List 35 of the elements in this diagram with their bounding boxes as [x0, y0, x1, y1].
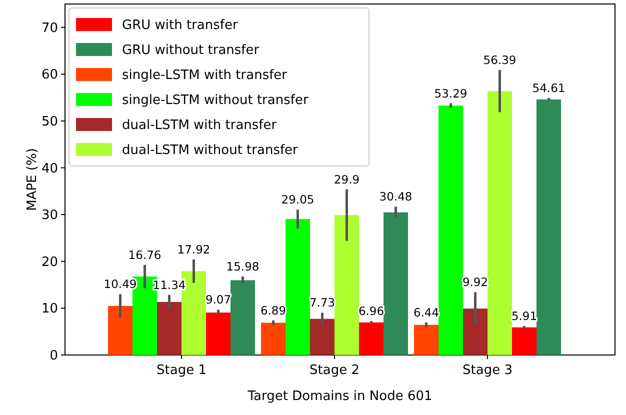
- value-label: 30.48: [379, 190, 412, 204]
- value-label: 53.29: [434, 86, 468, 100]
- value-label: 7.73: [309, 296, 336, 310]
- tick-label: 60: [41, 68, 58, 83]
- value-label: 6.44: [413, 306, 440, 320]
- value-label: 9.92: [462, 275, 488, 290]
- legend-text: single-LSTM without transfer: [122, 93, 308, 108]
- value-label: 15.98: [226, 259, 260, 274]
- value-label: 9.07: [205, 292, 232, 307]
- value-label: 6.89: [260, 303, 286, 318]
- value-label: 5.91: [511, 308, 538, 323]
- legend-text: dual-LSTM without transfer: [122, 143, 298, 158]
- tick-label: 30: [41, 208, 58, 224]
- value-label: 6.96: [358, 304, 384, 318]
- value-label: 29.05: [281, 192, 314, 207]
- tick-label: 40: [41, 161, 58, 176]
- value-label: 56.39: [483, 53, 516, 68]
- legend-text: GRU with transfer: [122, 18, 238, 33]
- axis-title: MAPE (%): [25, 148, 40, 211]
- legend-text: GRU without transfer: [122, 43, 260, 58]
- value-label: 54.61: [532, 81, 566, 96]
- tick-label: 50: [41, 114, 58, 130]
- tick-label: 10: [41, 302, 58, 317]
- tick-label: 0: [50, 348, 58, 364]
- tick-label: 20: [41, 254, 58, 270]
- value-label: 17.92: [177, 242, 210, 256]
- tick-label: Stage 1: [156, 363, 206, 378]
- tick-label: Stage 2: [310, 363, 360, 378]
- tick-label: 70: [41, 20, 58, 36]
- value-label: 16.76: [128, 248, 162, 262]
- axis-title: Target Domains in Node 601: [248, 389, 432, 404]
- tick-label: Stage 3: [462, 363, 512, 378]
- legend-text: single-LSTM with transfer: [122, 68, 288, 83]
- legend-text: dual-LSTM with transfer: [122, 118, 277, 133]
- value-label: 29.9: [334, 172, 360, 186]
